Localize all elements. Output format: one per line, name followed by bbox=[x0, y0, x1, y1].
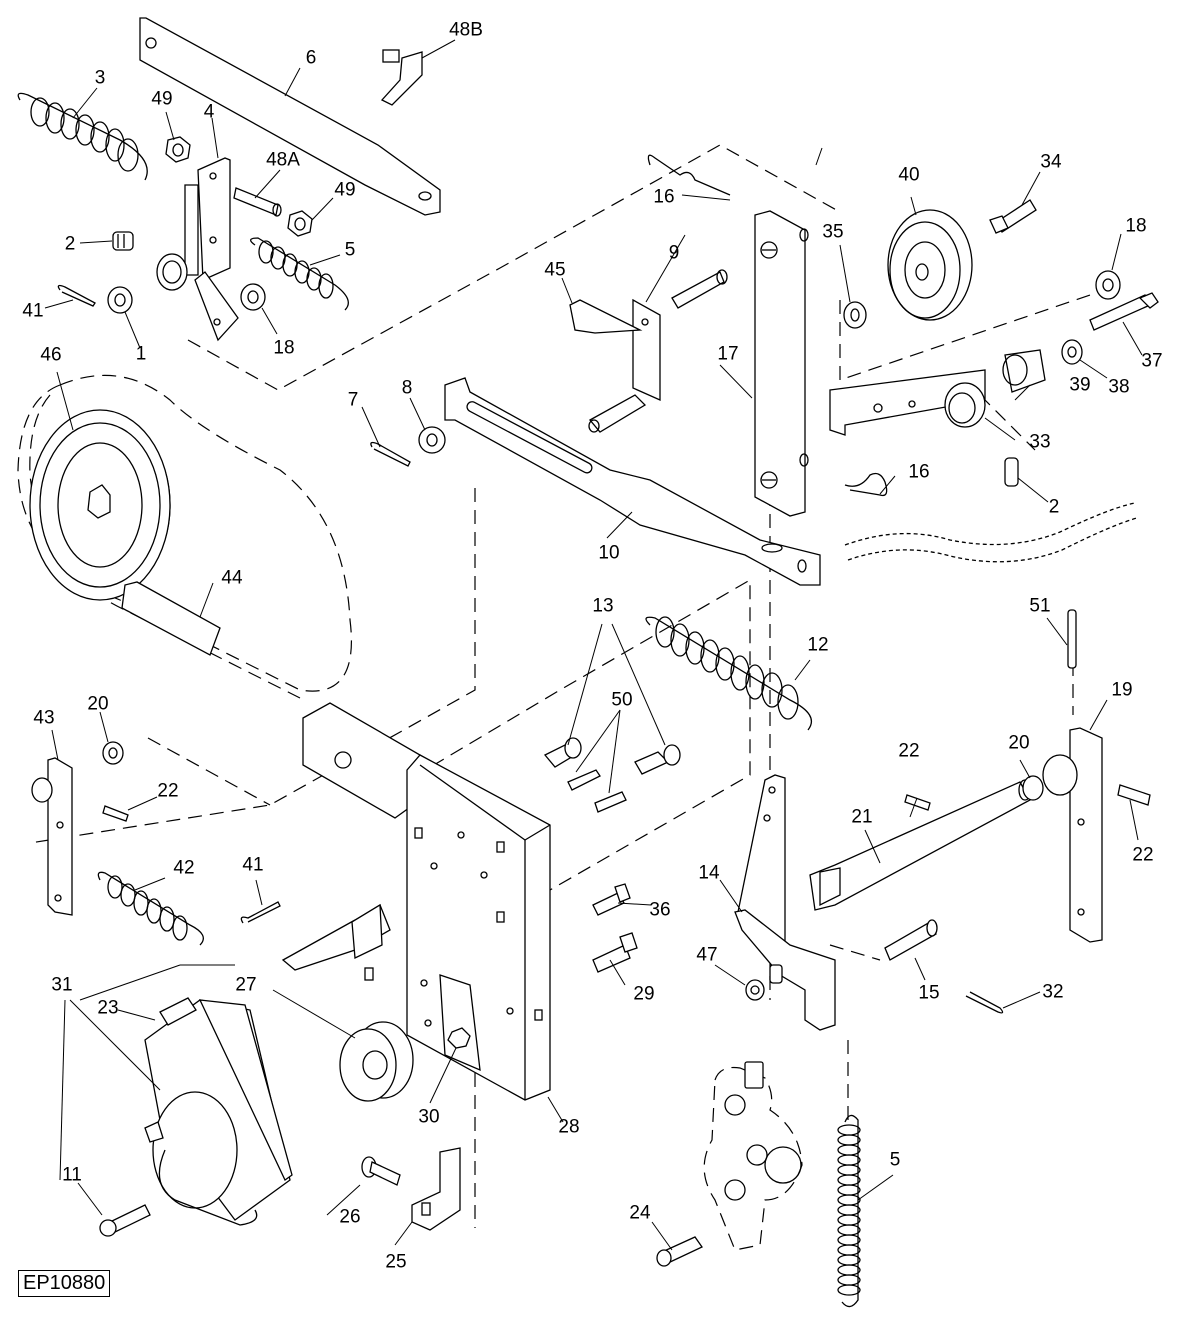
stud-48a-part bbox=[233, 187, 282, 217]
callout-label: 48A bbox=[266, 149, 300, 171]
nut-49-parts bbox=[165, 136, 313, 237]
callout-label: 41 bbox=[22, 300, 44, 322]
callout-label: 36 bbox=[649, 899, 671, 921]
callout-label: 14 bbox=[698, 862, 720, 884]
idler-pulley-40-part bbox=[843, 199, 1037, 329]
leader-lines bbox=[44, 39, 1143, 1251]
callout-label: 5 bbox=[344, 239, 356, 261]
callout-label: 20 bbox=[87, 693, 109, 715]
callout-label: 38 bbox=[1108, 376, 1130, 398]
callout-label: 49 bbox=[334, 179, 356, 201]
figure-id-label: EP10880 bbox=[18, 1270, 111, 1297]
callout-label: 20 bbox=[1008, 732, 1030, 754]
callout-label: 6 bbox=[305, 47, 317, 69]
callout-label: 22 bbox=[898, 740, 920, 762]
callout-label: 18 bbox=[273, 337, 295, 359]
hair-pin-16-parts bbox=[647, 154, 888, 497]
link-strap-17-part bbox=[754, 210, 809, 517]
callout-label: 9 bbox=[668, 242, 680, 264]
bolt-26-clip-25 bbox=[361, 1147, 461, 1231]
callout-label: 50 bbox=[611, 689, 633, 711]
callout-label: 2 bbox=[64, 233, 76, 255]
bracket-48b-part bbox=[380, 49, 423, 106]
callout-label: 1 bbox=[135, 343, 147, 365]
callout-label: 28 bbox=[558, 1116, 580, 1138]
callout-label: 18 bbox=[1125, 215, 1147, 237]
callout-label: 30 bbox=[418, 1106, 440, 1128]
callout-label: 11 bbox=[62, 1164, 82, 1186]
callout-label: 22 bbox=[157, 780, 179, 802]
spring-5-lower-part bbox=[656, 1114, 861, 1308]
callout-label: 7 bbox=[347, 389, 359, 411]
callout-label: 42 bbox=[173, 857, 195, 879]
callout-label: 16 bbox=[908, 461, 930, 483]
callout-label: 12 bbox=[807, 634, 829, 656]
callout-label: 39 bbox=[1069, 374, 1091, 396]
callout-label: 16 bbox=[653, 186, 675, 208]
callout-label: 23 bbox=[97, 997, 119, 1019]
callout-label: 8 bbox=[401, 377, 413, 399]
callout-label: 24 bbox=[629, 1202, 651, 1224]
callout-label: 33 bbox=[1029, 431, 1051, 453]
control-valve-part bbox=[703, 1061, 803, 1251]
callout-label: 47 bbox=[696, 944, 718, 966]
callout-label: 4 bbox=[203, 101, 215, 123]
link-bar-part bbox=[139, 17, 441, 216]
callout-label: 17 bbox=[717, 343, 739, 365]
callout-label: 31 bbox=[51, 974, 73, 996]
spring-12-part bbox=[645, 616, 813, 731]
callout-label: 49 bbox=[151, 88, 173, 110]
v-belt-44-part bbox=[121, 581, 221, 656]
small-hardware-upper-left bbox=[57, 283, 266, 314]
callout-label: 34 bbox=[1040, 151, 1062, 173]
pulley-27-part bbox=[339, 1021, 471, 1102]
pivot-bracket-4-part bbox=[156, 157, 239, 342]
callout-label: 45 bbox=[544, 259, 566, 281]
lever-arm-14-part bbox=[734, 774, 836, 1031]
hose-part bbox=[843, 502, 1138, 563]
callout-label: 26 bbox=[339, 1206, 361, 1228]
callout-label: 41 bbox=[242, 854, 264, 876]
callout-label: 25 bbox=[385, 1251, 407, 1273]
slotted-lever-10-part bbox=[444, 377, 821, 586]
callout-label: 46 bbox=[40, 344, 62, 366]
callout-label: 3 bbox=[94, 67, 106, 89]
callout-label: 32 bbox=[1042, 981, 1064, 1003]
callout-label: 48B bbox=[449, 19, 483, 41]
bolts-13-pins-50 bbox=[543, 737, 681, 813]
callout-label: 2 bbox=[1048, 496, 1060, 518]
callout-label: 43 bbox=[33, 707, 55, 729]
callout-label: 27 bbox=[235, 974, 257, 996]
callout-label: 5 bbox=[889, 1149, 901, 1171]
callout-label: 22 bbox=[1132, 844, 1154, 866]
bracket-45-part bbox=[569, 269, 728, 433]
idler-arm-33-part bbox=[829, 270, 1159, 436]
hydraulic-pump-31-part bbox=[99, 997, 293, 1237]
screws-36-29 bbox=[592, 883, 638, 973]
hardware-7-8 bbox=[370, 426, 446, 467]
grease-fitting-2-right-part bbox=[1004, 457, 1019, 487]
callout-label: 44 bbox=[221, 567, 243, 589]
callout-label: 35 bbox=[822, 221, 844, 243]
drive-pulley-46-part bbox=[17, 374, 352, 699]
callout-label: 10 bbox=[598, 542, 620, 564]
callout-label: 13 bbox=[592, 595, 614, 617]
callout-label: 51 bbox=[1029, 595, 1051, 617]
callout-label: 29 bbox=[633, 983, 655, 1005]
mounting-bracket-28-part bbox=[281, 702, 551, 1101]
callout-label: 21 bbox=[851, 806, 873, 828]
shaft-21-assembly bbox=[809, 609, 1151, 1014]
callout-label: 19 bbox=[1111, 679, 1133, 701]
callout-label: 40 bbox=[898, 164, 920, 186]
callout-label: 15 bbox=[918, 982, 940, 1004]
spring-5-upper-part bbox=[250, 237, 349, 311]
left-plate-43-part bbox=[31, 741, 281, 946]
callout-label: 37 bbox=[1141, 350, 1163, 372]
grease-fitting-2-part bbox=[112, 231, 134, 251]
